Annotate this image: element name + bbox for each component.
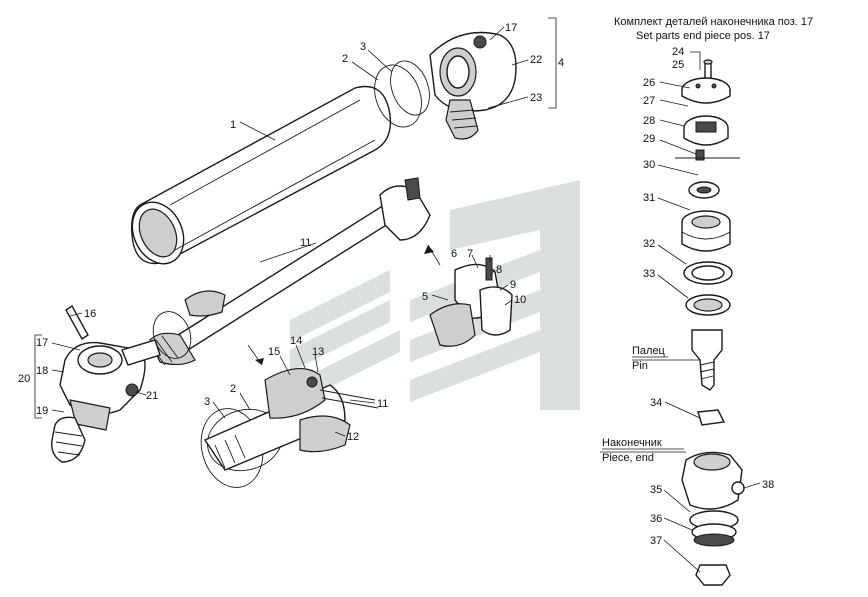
label-26: 26 bbox=[643, 77, 655, 89]
end-piece-left bbox=[51, 339, 161, 463]
end-caption-ru: Наконечник bbox=[602, 437, 662, 449]
kit-caption-ru: Комплект деталей наконечника поз. 17 bbox=[614, 16, 813, 28]
label-28: 28 bbox=[643, 115, 655, 127]
captions: Комплект деталей наконечника поз. 17 Set… bbox=[602, 16, 813, 464]
label-9: 9 bbox=[510, 279, 516, 291]
arrow-lower-head bbox=[255, 358, 264, 365]
label-17-top: 17 bbox=[505, 22, 517, 34]
label-21: 21 bbox=[146, 390, 158, 402]
label-30: 30 bbox=[643, 159, 655, 171]
label-11-lower: 11 bbox=[377, 398, 388, 410]
lower-assembly bbox=[200, 368, 379, 488]
watermark-logo bbox=[290, 180, 580, 410]
label-16: 16 bbox=[84, 308, 96, 320]
label-36: 36 bbox=[650, 513, 662, 525]
end-caption-en: Piece, end bbox=[602, 452, 654, 464]
label-11-top: 11 bbox=[300, 237, 311, 249]
label-17-left: 17 bbox=[36, 337, 48, 349]
bracket-20 bbox=[34, 334, 42, 419]
label-15: 15 bbox=[268, 346, 280, 358]
label-33: 33 bbox=[643, 268, 655, 280]
label-7: 7 bbox=[467, 248, 473, 260]
label-14: 14 bbox=[290, 335, 302, 347]
label-20: 20 bbox=[18, 373, 30, 385]
label-5: 5 bbox=[422, 291, 428, 303]
label-38: 38 bbox=[762, 479, 774, 491]
label-22: 22 bbox=[530, 54, 542, 66]
label-3-lower: 3 bbox=[204, 396, 210, 408]
label-27: 27 bbox=[643, 95, 655, 107]
label-2-lower: 2 bbox=[230, 383, 236, 395]
retaining-rings-top bbox=[374, 60, 430, 128]
label-6: 6 bbox=[451, 248, 457, 260]
label-19: 19 bbox=[36, 405, 48, 417]
joint-group-right bbox=[429, 257, 513, 347]
leader-lines bbox=[51, 26, 761, 573]
label-25: 25 bbox=[672, 59, 684, 71]
arrow-upper-head bbox=[424, 245, 434, 254]
label-24: 24 bbox=[672, 46, 684, 58]
kit-caption-en: Set parts end piece pos. 17 bbox=[636, 30, 770, 42]
label-13: 13 bbox=[312, 346, 324, 358]
label-29: 29 bbox=[643, 133, 655, 145]
pin-caption-en: Pin bbox=[632, 360, 648, 372]
label-10: 10 bbox=[514, 294, 526, 306]
part-labels: 1 2 3 4 17 22 23 11 6 7 8 5 9 10 16 17 2… bbox=[18, 22, 774, 547]
pin-caption-ru: Палец bbox=[632, 345, 666, 357]
label-2: 2 bbox=[342, 53, 348, 65]
label-1: 1 bbox=[230, 119, 236, 131]
clamp-left bbox=[184, 290, 226, 317]
label-23: 23 bbox=[530, 92, 542, 104]
label-3: 3 bbox=[360, 41, 366, 53]
label-34: 34 bbox=[650, 397, 662, 409]
kit-column bbox=[675, 59, 745, 586]
label-4: 4 bbox=[558, 57, 564, 69]
label-12: 12 bbox=[347, 431, 359, 443]
label-8: 8 bbox=[496, 264, 502, 276]
label-32: 32 bbox=[643, 238, 655, 250]
tube-part bbox=[130, 85, 392, 265]
shaft-part bbox=[149, 177, 431, 366]
label-35: 35 bbox=[650, 484, 662, 496]
label-37: 37 bbox=[650, 535, 662, 547]
bracket-4 bbox=[548, 17, 557, 109]
label-18: 18 bbox=[36, 365, 48, 377]
end-piece-top bbox=[429, 31, 517, 140]
label-31: 31 bbox=[643, 192, 655, 204]
bolt-16 bbox=[65, 304, 89, 341]
